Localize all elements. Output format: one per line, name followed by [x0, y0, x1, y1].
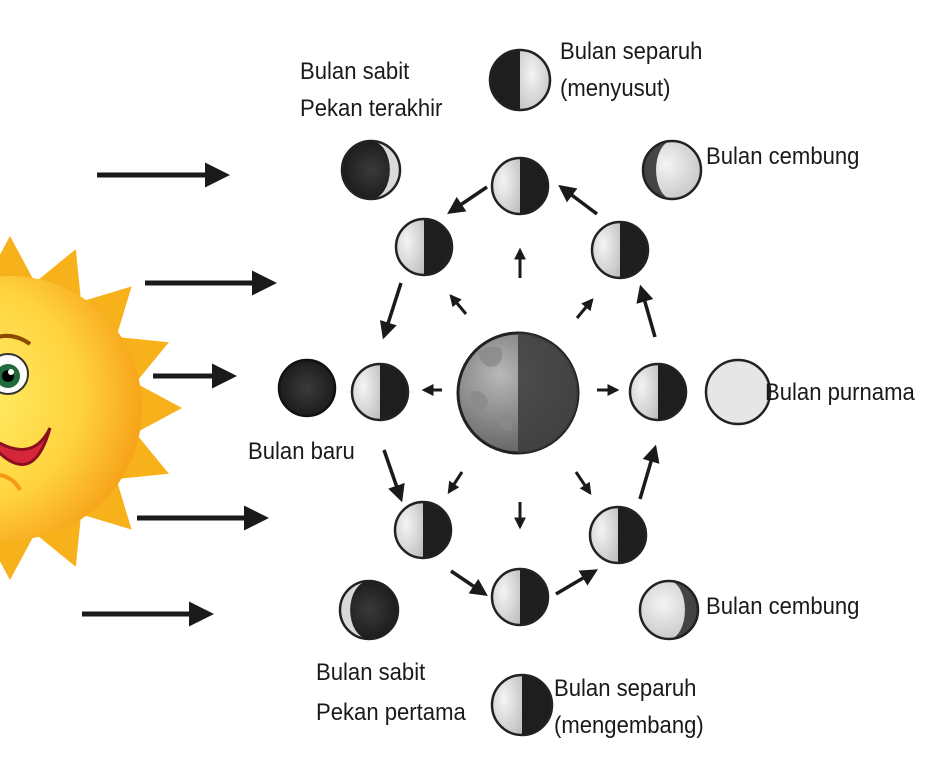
- label-new-moon: Bulan baru: [248, 438, 355, 465]
- phase-first-quarter-moon-rim: [490, 673, 554, 737]
- label-first-quarter-line2: (mengembang): [554, 712, 704, 739]
- sun-group: [0, 236, 182, 580]
- phase-waning-gibbous-moon-shadow: [643, 141, 672, 199]
- orbit-moon-8-lit: [396, 219, 424, 275]
- orbit-moon-5-rim: [490, 567, 550, 627]
- phase-first-quarter-moon-lit: [492, 675, 522, 735]
- phase-waning-crescent-moon-rim: [340, 139, 402, 201]
- phase-last-quarter-moon-rim: [488, 48, 552, 112]
- moon-group: [277, 48, 772, 737]
- label-waning-gibbous: Bulan cembung: [706, 143, 860, 170]
- orbit-moon-8: [394, 217, 454, 277]
- phase-last-quarter-moon-lit: [520, 50, 550, 110]
- phase-new-moon-disc: [277, 358, 337, 418]
- orbit-moon-7-rim: [350, 362, 410, 422]
- sunlight-arrows: [82, 162, 277, 627]
- phase-waxing-crescent-moon-dark: [340, 581, 398, 639]
- phase-full-moon-disc: [704, 358, 772, 426]
- label-waxing-crescent-line2: Pekan pertama: [316, 699, 466, 726]
- orbit-moon-2-lit: [592, 222, 620, 278]
- orbit-moon-2: [590, 220, 650, 280]
- orbit-arrow-7: [638, 444, 660, 500]
- sun-eye-glint: [8, 369, 14, 375]
- phase-waxing-crescent-moon: [338, 579, 400, 641]
- phase-waxing-crescent-moon-lit: [340, 581, 369, 639]
- phase-full-moon: [704, 358, 772, 426]
- orbit-moon-1-lit: [492, 158, 520, 214]
- orbit-moon-4: [588, 505, 648, 565]
- earth-night-side: [518, 333, 578, 453]
- phase-waxing-crescent-moon-rim: [338, 579, 400, 641]
- phase-waxing-gibbous-moon-shadow: [669, 581, 698, 639]
- radial-arrow-8: [449, 294, 468, 315]
- label-first-quarter-line1: Bulan separuh: [554, 675, 697, 702]
- orbit-moon-6: [393, 500, 453, 560]
- sun-cheek: [0, 473, 22, 492]
- phase-waning-gibbous-moon-rim: [641, 139, 703, 201]
- earth-group: [456, 331, 580, 455]
- radial-arrow-4: [574, 471, 592, 495]
- orbit-moon-1: [490, 156, 550, 216]
- orbit-moon-5: [490, 567, 550, 627]
- phase-waning-gibbous-moon: [641, 139, 703, 201]
- radial-arrow-6: [447, 471, 464, 495]
- orbit-moon-5-lit: [492, 569, 520, 625]
- phase-waning-crescent-moon-lit: [371, 141, 400, 199]
- sun-face: [0, 276, 142, 540]
- radial-arrow-2: [575, 298, 594, 319]
- orbit-moon-6-rim: [393, 500, 453, 560]
- orbit-moon-2-rim: [590, 220, 650, 280]
- orbit-moon-7: [350, 362, 410, 422]
- earth-continents: [470, 346, 513, 431]
- orbit-moon-3: [628, 362, 688, 422]
- orbit-moon-1-rim: [490, 156, 550, 216]
- label-waxing-gibbous: Bulan cembung: [706, 593, 860, 620]
- orbit-arrow-8: [636, 284, 657, 338]
- label-full-moon: Bulan purnama: [765, 379, 915, 406]
- orbit-arrow-5: [450, 569, 488, 596]
- label-last-quarter-line1: Bulan separuh: [560, 38, 703, 65]
- orbit-arrow-1: [558, 184, 599, 216]
- orbit-moon-3-rim: [628, 362, 688, 422]
- orbit-moon-4-lit: [590, 507, 618, 563]
- orbit-moon-6-lit: [395, 502, 423, 558]
- label-waning-crescent-line2: Pekan terakhir: [300, 95, 443, 122]
- sun-brow: [0, 333, 32, 346]
- phase-waxing-gibbous-moon-rim: [638, 579, 700, 641]
- phase-last-quarter-moon: [488, 48, 552, 112]
- orbit-moon-8-rim: [394, 217, 454, 277]
- phase-new-moon: [277, 358, 337, 418]
- label-waxing-crescent-line1: Bulan sabit: [316, 659, 426, 686]
- phase-waning-crescent-moon-dark: [342, 141, 400, 199]
- orbit-arrow-6: [555, 569, 599, 596]
- phase-first-quarter-moon: [490, 673, 554, 737]
- orbit-arrows: [379, 184, 660, 596]
- label-waning-crescent-line1: Bulan sabit: [300, 58, 410, 85]
- orbit-moon-4-rim: [588, 505, 648, 565]
- orbit-arrow-4: [382, 449, 405, 503]
- orbit-arrow-2: [447, 185, 488, 214]
- phase-waning-crescent-moon: [340, 139, 402, 201]
- label-last-quarter-line2: (menyusut): [560, 75, 671, 102]
- radial-arrows: [421, 247, 620, 530]
- orbit-moon-7-lit: [352, 364, 380, 420]
- orbit-arrow-3: [379, 282, 403, 340]
- sun-mouth: [0, 427, 52, 466]
- orbit-moon-3-lit: [630, 364, 658, 420]
- phase-waxing-gibbous-moon: [638, 579, 700, 641]
